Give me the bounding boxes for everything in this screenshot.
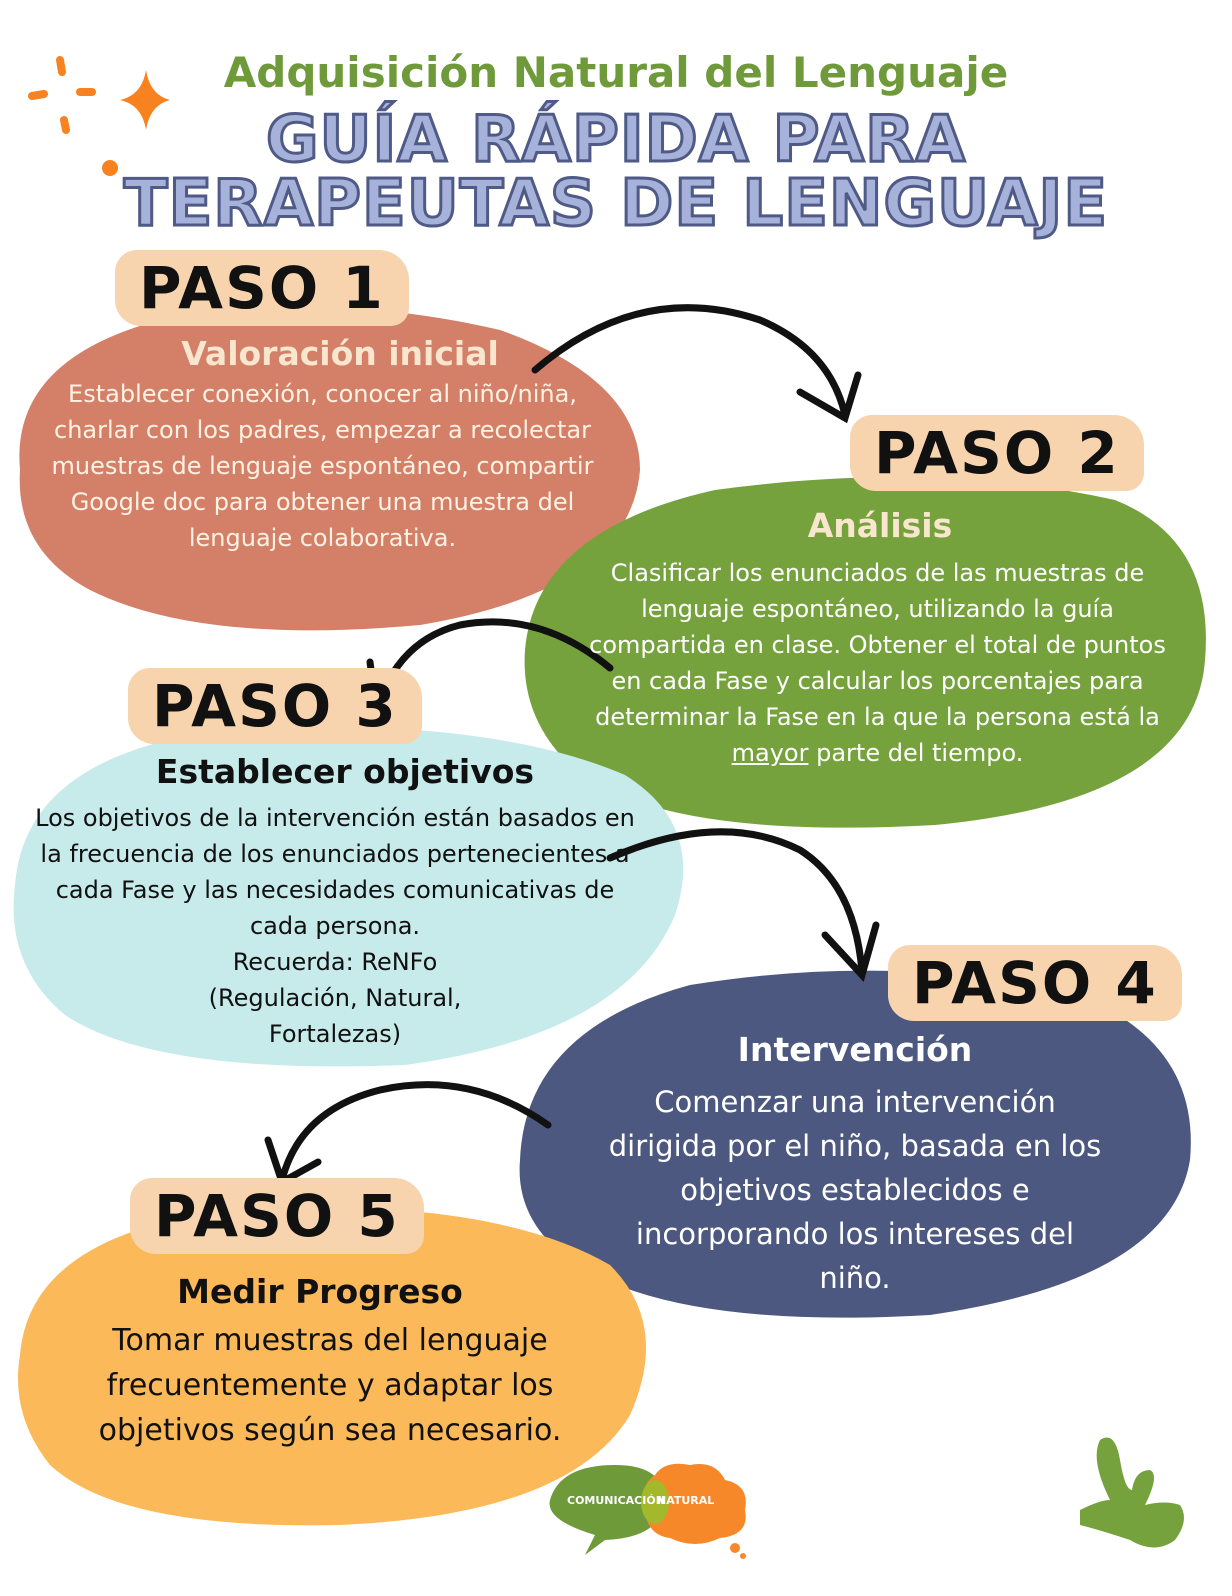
step1-text: Establecer conexión, conocer al niño/niñ… xyxy=(51,380,594,552)
step4-text: Comenzar una intervención dirigida por e… xyxy=(608,1085,1102,1295)
step5-blob xyxy=(18,1207,646,1526)
logo-text-right: NATURAL xyxy=(657,1494,715,1507)
page-title-line2: TERAPEUTAS DE LENGUAJE xyxy=(122,167,1109,241)
step2-text-part: Clasificar los enunciados de las muestra… xyxy=(589,559,1166,731)
step3-reminder: Fortalezas) xyxy=(268,1020,402,1048)
logo: COMUNICACIÓN NATURAL xyxy=(545,1460,755,1570)
step5-text: Tomar muestras del lenguaje frecuentemen… xyxy=(98,1323,562,1448)
step1-heading: Valoración inicial xyxy=(181,334,499,373)
subtitle: Adquisición Natural del Lenguaje xyxy=(223,48,1009,97)
step2-text: Clasificar los enunciados de las muestra… xyxy=(585,555,1170,771)
step2-heading: Análisis xyxy=(807,506,953,545)
step2-emphasis: mayor xyxy=(731,739,809,767)
page-title-line1: GUÍA RÁPIDA PARA xyxy=(265,103,967,177)
step1-blob xyxy=(19,307,640,631)
step4-blob xyxy=(519,970,1191,1318)
step3-reminder: Recuerda: ReNFo xyxy=(232,948,438,976)
step3-tag: PASO 3 xyxy=(128,668,422,744)
speech-bubbles-icon xyxy=(549,1463,746,1559)
plant-icon xyxy=(1080,1437,1184,1548)
step3-reminder: (Regulación, Natural, xyxy=(208,984,462,1012)
step4-tag: PASO 4 xyxy=(888,945,1182,1021)
step4-heading: Intervención xyxy=(737,1030,973,1069)
logo-text-left: COMUNICACIÓN xyxy=(567,1494,665,1507)
step5-tag: PASO 5 xyxy=(130,1178,424,1254)
step2-text-part: parte del tiempo. xyxy=(808,739,1024,767)
step2-tag: PASO 2 xyxy=(850,415,1144,491)
step5-heading: Medir Progreso xyxy=(177,1272,463,1311)
step2-blob xyxy=(524,477,1206,828)
step3-text: Los objetivos de la intervención están b… xyxy=(30,800,640,1052)
step3-text-main: Los objetivos de la intervención están b… xyxy=(35,804,635,940)
step1-tag: PASO 1 xyxy=(115,250,409,326)
sparkle-icon xyxy=(28,56,170,176)
step3-heading: Establecer objetivos xyxy=(155,752,535,791)
step3-blob xyxy=(13,727,684,1067)
